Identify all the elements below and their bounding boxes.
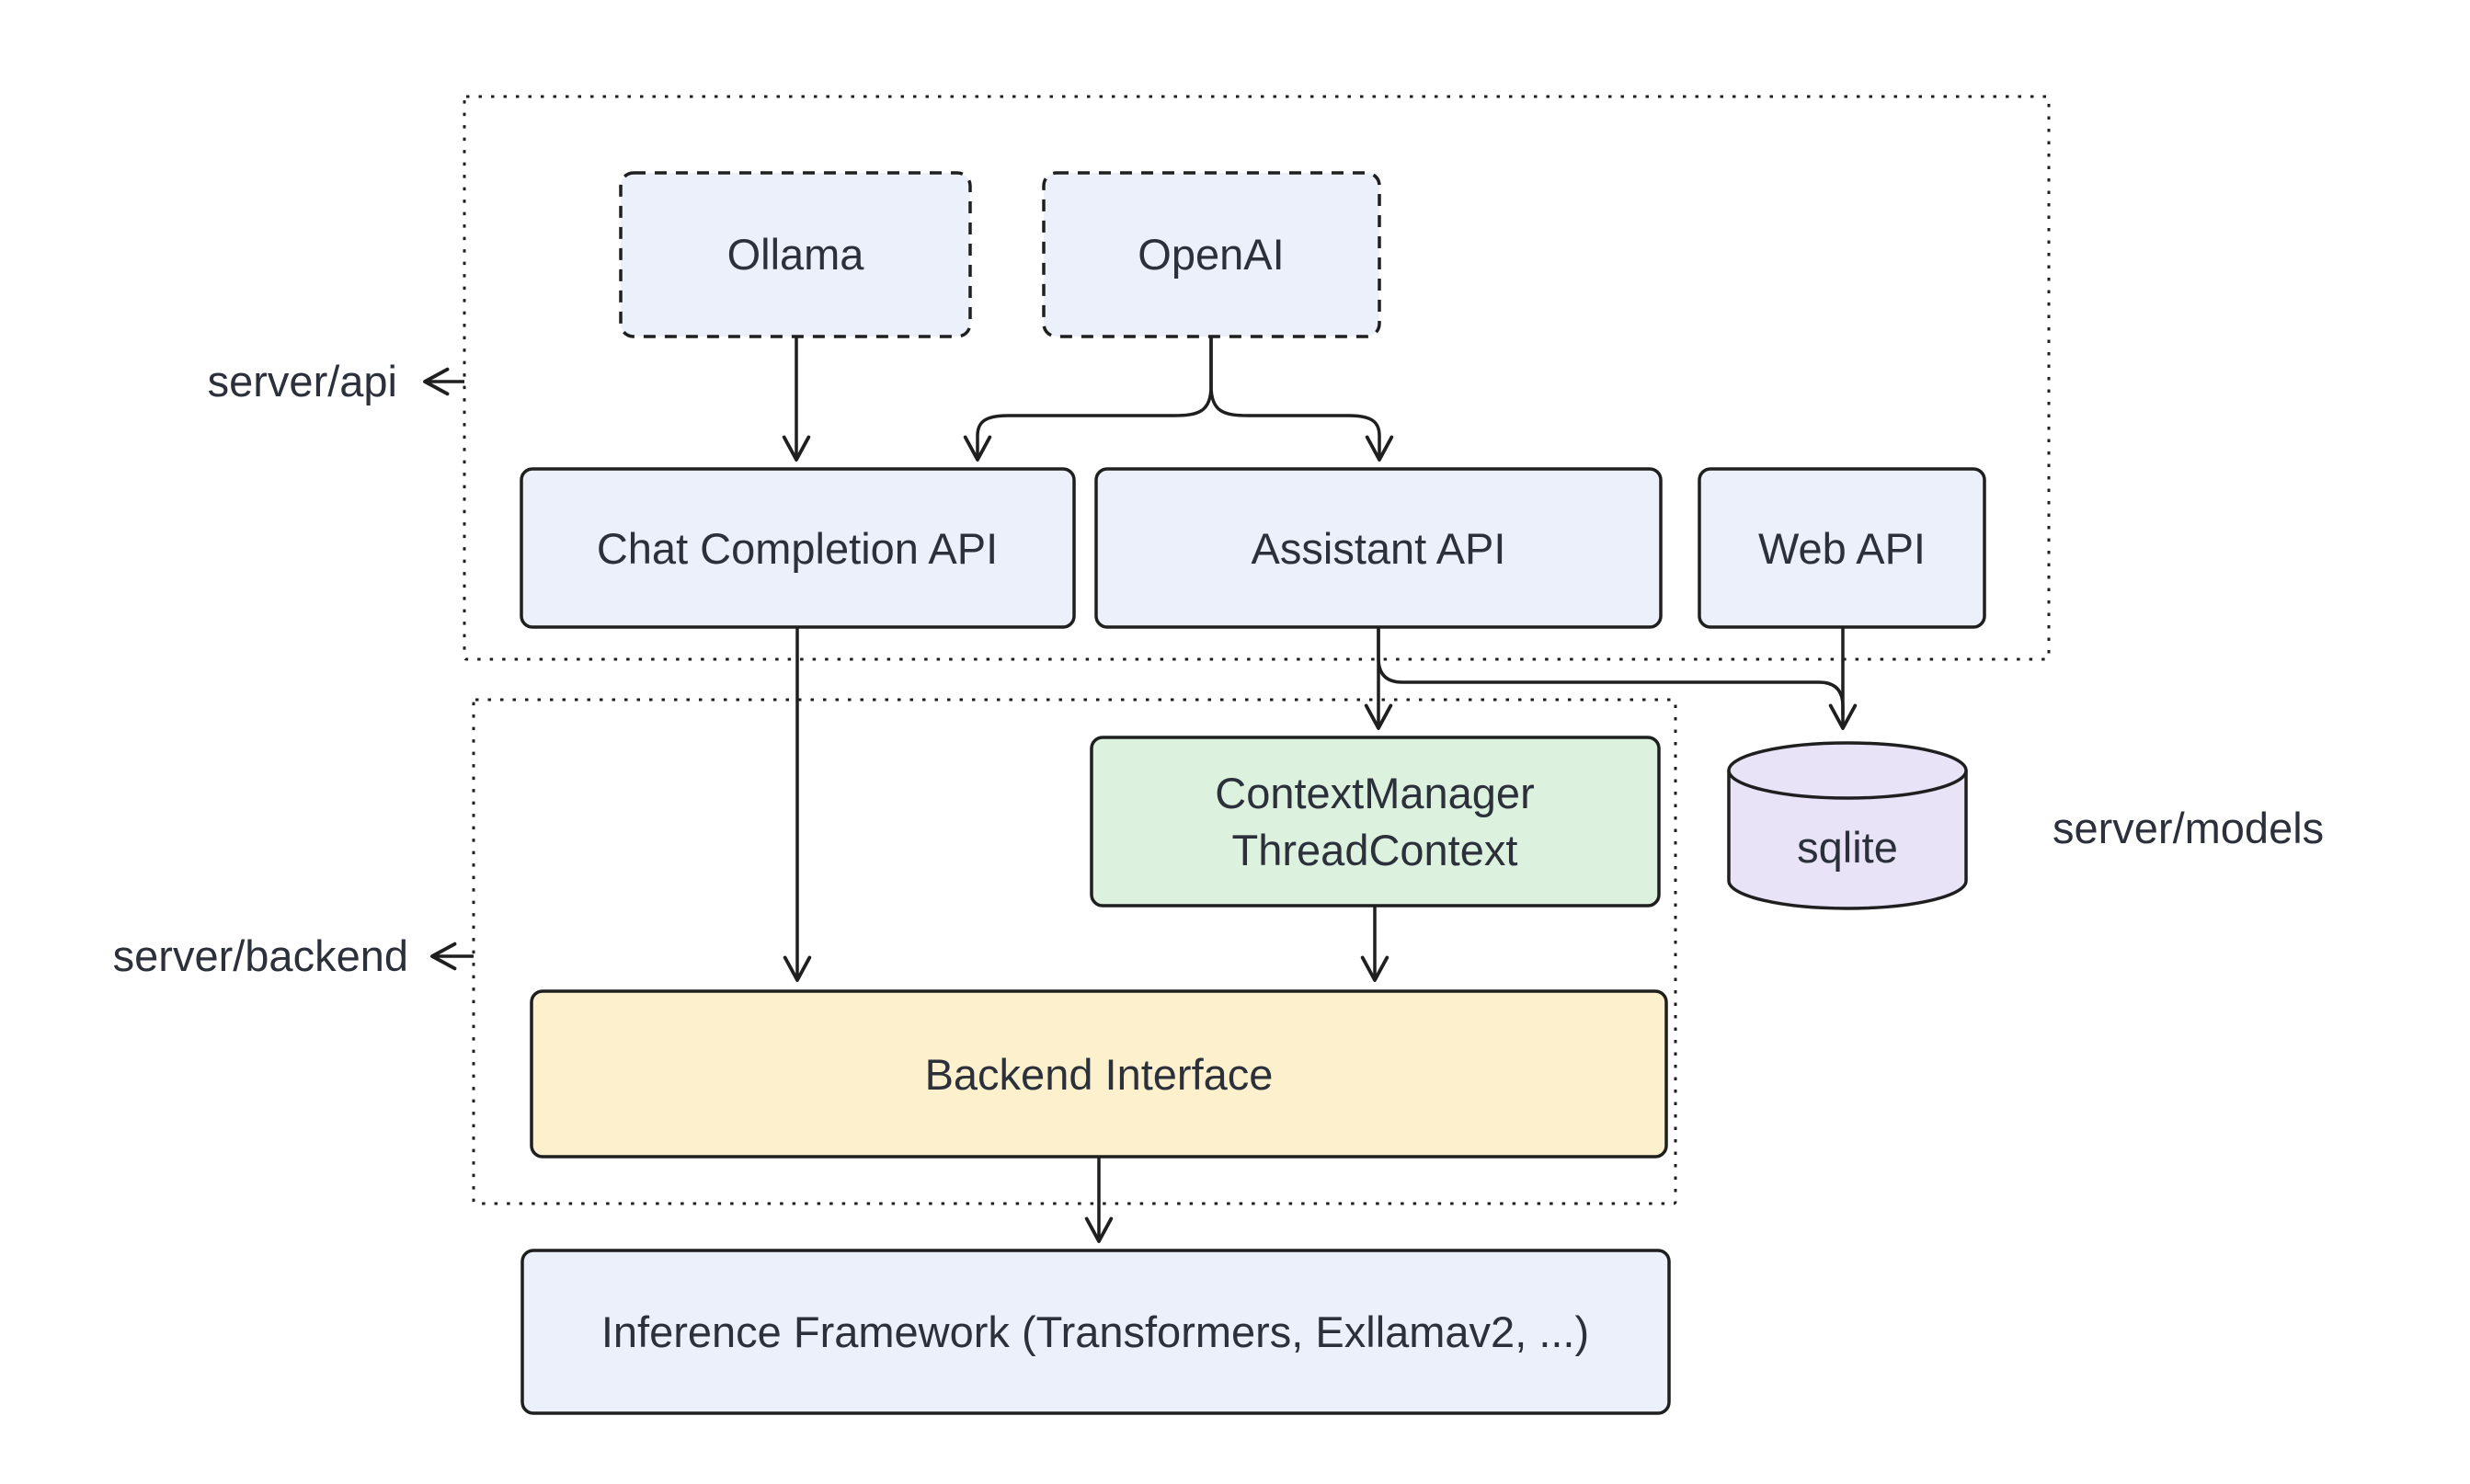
edge-openai-to-assistant-api xyxy=(1209,337,1394,462)
sqlite-cylinder-body xyxy=(1727,771,1968,910)
node-openai xyxy=(1042,171,1381,338)
node-assistant-api xyxy=(1094,467,1663,629)
node-context-manager-label-line2: ThreadContext xyxy=(1232,826,1518,874)
node-inference-framework xyxy=(520,1249,1671,1415)
node-inference-framework-label: Inference Framework (Transformers, Exlla… xyxy=(601,1307,1589,1356)
node-context-manager-label-line1: ContextManager xyxy=(1215,769,1534,817)
node-ollama-label: Ollama xyxy=(727,230,865,279)
node-backend-interface xyxy=(530,989,1668,1159)
node-assistant-api-label: Assistant API xyxy=(1252,524,1506,573)
node-sqlite-label: sqlite xyxy=(1797,823,1898,872)
node-web-api xyxy=(1698,467,1986,629)
container-server-api-label: server/api xyxy=(208,357,397,405)
container-server-backend-label: server/backend xyxy=(113,931,408,980)
edge-assistant-api-to-sqlite xyxy=(1377,627,1845,715)
label-server-models: server/models xyxy=(2053,804,2324,852)
node-sqlite xyxy=(1727,741,1968,910)
container-server-api xyxy=(463,95,2051,661)
node-context-manager xyxy=(1090,736,1661,908)
node-backend-interface-label: Backend Interface xyxy=(925,1050,1274,1099)
sqlite-cylinder-top xyxy=(1727,741,1968,800)
node-chat-completion-api-label: Chat Completion API xyxy=(597,524,998,573)
container-server-backend xyxy=(472,698,1677,1205)
node-ollama xyxy=(619,171,972,338)
node-web-api-label: Web API xyxy=(1758,524,1926,573)
node-chat-completion-api xyxy=(520,467,1076,629)
node-openai-label: OpenAI xyxy=(1138,230,1284,279)
edge-openai-to-chat-completion-api xyxy=(963,337,1213,462)
